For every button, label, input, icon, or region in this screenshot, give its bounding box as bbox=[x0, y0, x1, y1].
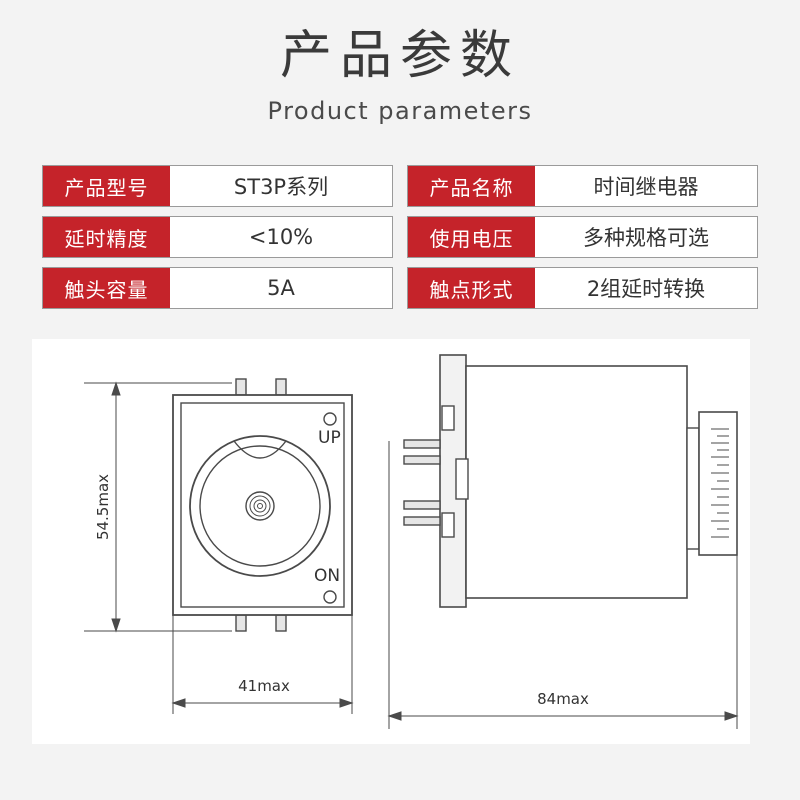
parameter-value: 5A bbox=[267, 276, 295, 300]
parameter-cell-capacity: 触头容量 5A bbox=[42, 267, 393, 309]
side-pin bbox=[403, 516, 441, 526]
relay-face-frame bbox=[180, 402, 345, 608]
dial-collar bbox=[686, 427, 700, 550]
parameter-key: 使用电压 bbox=[408, 217, 535, 257]
parameter-value: 2组延时转换 bbox=[586, 277, 706, 301]
length-arrow-left bbox=[387, 711, 402, 721]
pin-top-right bbox=[275, 378, 287, 396]
parameter-key: 延时精度 bbox=[43, 217, 170, 257]
dial-knob-ring bbox=[249, 495, 271, 517]
base-detail bbox=[455, 458, 469, 500]
parameter-key: 触点形式 bbox=[408, 268, 535, 308]
page-title: 产品参数 bbox=[279, 26, 520, 86]
dial-window-arc bbox=[233, 440, 287, 459]
dial-outer-ring bbox=[189, 435, 331, 577]
parameter-key: 产品名称 bbox=[408, 166, 535, 206]
parameter-row: 触头容量 5A 触点形式 2组延时转换 bbox=[42, 267, 758, 309]
width-label: 41max bbox=[238, 677, 290, 695]
height-dimension bbox=[84, 381, 232, 633]
length-arrow-right bbox=[724, 711, 739, 721]
parameter-cell-model: 产品型号 ST3P系列 bbox=[42, 165, 393, 207]
dial-knob-side bbox=[698, 411, 738, 556]
page-subtitle: Product parameters bbox=[267, 97, 533, 125]
dimension-drawing-panel: UP ON 54.5max 41max 84max bbox=[32, 339, 750, 744]
side-pin bbox=[403, 439, 441, 449]
up-label: UP bbox=[318, 428, 341, 448]
relay-front-view bbox=[172, 378, 353, 632]
parameter-table: 产品型号 ST3P系列 产品名称 时间继电器 延时精度 <10% 使用电压 多种… bbox=[42, 165, 758, 318]
height-arrow-bottom bbox=[111, 618, 121, 633]
dial-knob-ring bbox=[253, 499, 267, 513]
parameter-cell-accuracy: 延时精度 <10% bbox=[42, 216, 393, 258]
parameter-row: 产品型号 ST3P系列 产品名称 时间继电器 bbox=[42, 165, 758, 207]
parameter-key: 产品型号 bbox=[43, 166, 170, 206]
height-arrow-top bbox=[111, 381, 121, 396]
width-arrow-right bbox=[339, 698, 354, 708]
side-pin bbox=[403, 455, 441, 465]
parameter-value: 多种规格可选 bbox=[583, 226, 709, 250]
relay-side-view bbox=[403, 354, 738, 608]
base-detail bbox=[441, 512, 455, 538]
dimension-drawing: UP ON 54.5max 41max 84max bbox=[84, 354, 739, 729]
on-label: ON bbox=[314, 566, 340, 586]
dial-scale-marks bbox=[711, 428, 729, 538]
length-label: 84max bbox=[537, 690, 589, 708]
dial-knob-center bbox=[257, 503, 263, 509]
side-pin bbox=[403, 500, 441, 510]
parameter-cell-name: 产品名称 时间继电器 bbox=[407, 165, 758, 207]
parameter-row: 延时精度 <10% 使用电压 多种规格可选 bbox=[42, 216, 758, 258]
pin-bottom-left bbox=[235, 614, 247, 632]
height-label: 54.5max bbox=[94, 474, 112, 540]
width-arrow-left bbox=[171, 698, 186, 708]
dial-knob bbox=[245, 491, 275, 521]
length-dimension bbox=[387, 441, 739, 729]
base-detail bbox=[441, 405, 455, 431]
parameter-value: 时间继电器 bbox=[593, 175, 699, 199]
indicator-hole-top bbox=[323, 412, 337, 426]
width-dimension bbox=[171, 615, 354, 714]
pin-bottom-right bbox=[275, 614, 287, 632]
pin-top-left bbox=[235, 378, 247, 396]
parameter-value: ST3P系列 bbox=[233, 175, 329, 199]
side-housing bbox=[465, 365, 688, 599]
parameter-cell-contact: 触点形式 2组延时转换 bbox=[407, 267, 758, 309]
dial-inner-ring bbox=[199, 445, 321, 567]
parameter-key: 触头容量 bbox=[43, 268, 170, 308]
parameter-cell-voltage: 使用电压 多种规格可选 bbox=[407, 216, 758, 258]
indicator-hole-bottom bbox=[323, 590, 337, 604]
parameter-value: <10% bbox=[248, 225, 314, 249]
